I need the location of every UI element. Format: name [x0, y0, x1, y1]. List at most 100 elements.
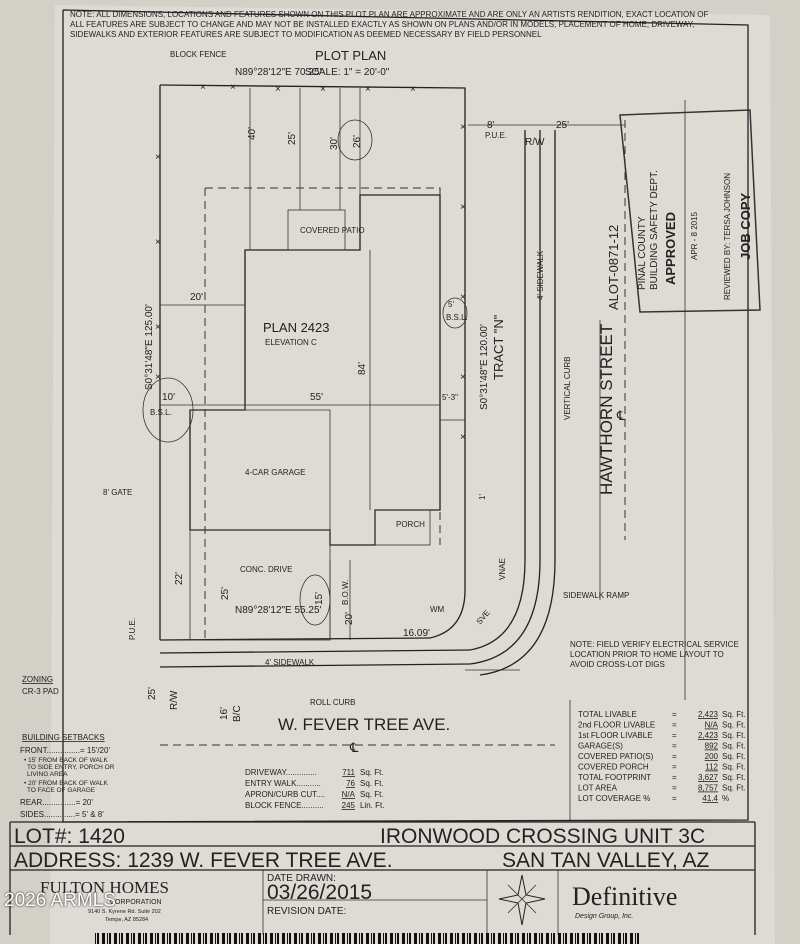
- note-line-3: SIDEWALKS AND EXTERIOR FEATURES ARE SUBJ…: [70, 30, 542, 39]
- covered-patio-label: COVERED PATIO: [300, 226, 365, 235]
- summary-value: 200: [705, 752, 719, 761]
- designer-logo: Definitive: [572, 882, 677, 911]
- pue-left: P.U.E.: [128, 618, 137, 640]
- dim-15: 15': [314, 592, 325, 605]
- dim-16: 16': [219, 707, 230, 720]
- dim-22: 22': [174, 572, 185, 585]
- setback-note1-3: LIVING AREA: [27, 771, 68, 778]
- block-fence-label: BLOCK FENCE: [170, 50, 226, 59]
- summary-unit: Sq. Ft.: [722, 710, 746, 719]
- svg-text:×: ×: [200, 82, 206, 93]
- svg-text:×: ×: [460, 202, 466, 213]
- svg-text:×: ×: [155, 322, 161, 333]
- equals-sign: =: [672, 752, 677, 761]
- svg-text:×: ×: [365, 84, 371, 95]
- summary-label: COVERED PATIO(S): [578, 752, 654, 761]
- setback-sides: SIDES..............= 5' & 8': [20, 810, 104, 819]
- svg-text:×: ×: [320, 84, 326, 95]
- summary-value: 2,423: [698, 731, 719, 740]
- zoning-value: CR-3 PAD: [22, 687, 59, 696]
- summary-unit: %: [722, 794, 729, 803]
- svg-text:×: ×: [230, 82, 236, 93]
- svg-text:×: ×: [275, 84, 281, 95]
- summary-unit: Sq. Ft.: [722, 784, 746, 793]
- gate-label: 8' GATE: [103, 488, 132, 497]
- summary-unit: Sq. Ft.: [722, 731, 746, 740]
- hawthorn-street-label: HAWTHORN STREET: [597, 324, 616, 495]
- dim-20: 20': [190, 292, 203, 303]
- summary-unit: Sq. Ft.: [722, 763, 746, 772]
- setback-note2-1: • 20' FROM BACK OF WALK: [24, 780, 108, 787]
- porch-label: PORCH: [396, 520, 425, 529]
- bc-label: B/C: [232, 705, 243, 722]
- dim-5-3: 5'-3": [442, 393, 458, 402]
- equals-sign: =: [672, 773, 677, 782]
- summary-label: LOT AREA: [578, 784, 618, 793]
- covered-patio: [287, 209, 346, 251]
- equals-sign: =: [672, 784, 677, 793]
- fever-tree-ave-label: W. FEVER TREE AVE.: [278, 715, 450, 734]
- equals-sign: =: [672, 721, 677, 730]
- pue-top: P.U.E.: [485, 131, 507, 140]
- svg-text:×: ×: [155, 372, 161, 383]
- bottom-sidewalk-label: 4' SIDEWALK: [265, 658, 315, 667]
- title-block: [9, 821, 756, 935]
- svg-text:×: ×: [155, 237, 161, 248]
- summary-label: TOTAL FOOTPRINT: [578, 773, 651, 782]
- compass-rose-icon: [498, 874, 546, 926]
- dim-40: 40': [247, 127, 258, 140]
- setback-note1-1: • 15' FROM BACK OF WALK: [24, 757, 108, 764]
- left-bearing: S0°31'48"E 125.00': [144, 304, 155, 390]
- electrical-note-1: NOTE: FIELD VERIFY ELECTRICAL SERVICE: [570, 640, 739, 649]
- site-area-unit: Sq. Ft.: [360, 779, 384, 788]
- lot-number: LOT#: 1420: [14, 825, 125, 848]
- dim-55: 55': [310, 392, 323, 403]
- right-sidewalk-label: 4' SIDEWALK: [536, 250, 545, 300]
- garage-label: 4-CAR GARAGE: [245, 468, 305, 477]
- summary-unit: Sq. Ft.: [722, 752, 746, 761]
- conc-drive-label: CONC. DRIVE: [240, 565, 292, 574]
- stamp-approved: APPROVED: [663, 212, 678, 285]
- subdivision-name: IRONWOOD CROSSING UNIT 3C: [380, 825, 705, 848]
- dim-16-09: 16.09': [403, 628, 430, 639]
- site-area-unit: Sq. Ft.: [360, 768, 384, 777]
- property-city: SAN TAN VALLEY, AZ: [502, 849, 710, 872]
- summary-label: LOT COVERAGE %: [578, 794, 650, 803]
- roll-curb-label: ROLL CURB: [310, 698, 356, 707]
- centerline-symbol: ℄: [349, 740, 359, 755]
- summary-label: COVERED PORCH: [578, 763, 649, 772]
- dim-1: 1': [478, 494, 487, 500]
- rw-top: R/W: [525, 137, 545, 148]
- setback-rear: REAR...............= 20': [20, 798, 93, 807]
- svg-text:×: ×: [460, 432, 466, 443]
- summary-label: 1st FLOOR LIVABLE: [578, 731, 653, 740]
- stamp-job-copy: JOB COPY: [738, 192, 753, 260]
- bsl-left: B.S.L.: [150, 408, 172, 417]
- site-area-label: BLOCK FENCE..........: [245, 801, 324, 810]
- site-area-value: 76: [346, 779, 355, 788]
- dim-25: 25': [287, 132, 298, 145]
- date-drawn: 03/26/2015: [267, 881, 372, 904]
- equals-sign: =: [672, 794, 677, 803]
- elevation: ELEVATION C: [265, 338, 317, 347]
- electrical-note-2: LOCATION PRIOR TO HOME LAYOUT TO: [570, 650, 724, 659]
- rw-left: R/W: [169, 690, 180, 710]
- dim-84: 84': [357, 362, 368, 375]
- summary-unit: Sq. Ft.: [722, 721, 746, 730]
- site-area-value: 245: [342, 801, 356, 810]
- dim-20-garage: 20': [344, 612, 355, 625]
- summary-value: 41.4: [702, 794, 718, 803]
- setback-note1-2: TO SIDE ENTRY, PORCH OR: [27, 764, 115, 771]
- svg-text:×: ×: [460, 292, 466, 303]
- date-drawn-label: DATE DRAWN:: [267, 873, 336, 884]
- svg-text:×: ×: [460, 122, 466, 133]
- summary-label: 2nd FLOOR LIVABLE: [578, 721, 655, 730]
- vnae-label: VNAE: [498, 558, 507, 580]
- sidewalks: [159, 130, 556, 676]
- equals-sign: =: [672, 710, 677, 719]
- setbacks-heading: BUILDING SETBACKS: [22, 733, 105, 742]
- dim-5: 5': [448, 300, 454, 309]
- stamp-date: APR - 8 2015: [690, 211, 699, 260]
